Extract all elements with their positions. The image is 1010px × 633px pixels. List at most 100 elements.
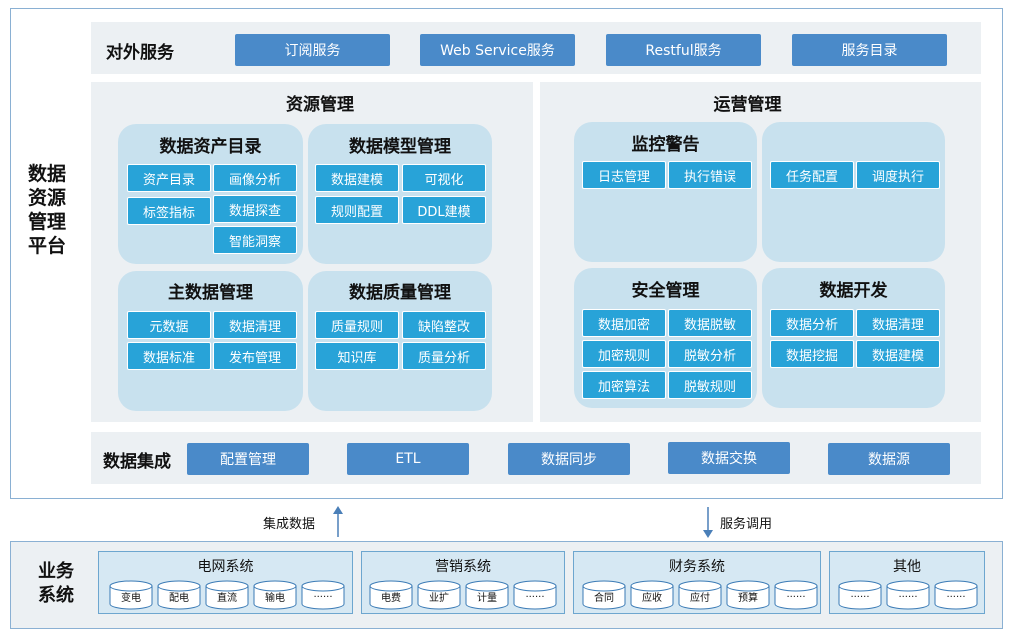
database-icon: 业扩 — [417, 580, 461, 610]
master-data-card — [118, 271, 303, 411]
quality-rule-button[interactable]: 质量规则 — [315, 311, 399, 339]
smart-insight-button[interactable]: 智能洞察 — [213, 226, 297, 254]
business-label-line: 业务 — [38, 561, 74, 582]
quality-analysis-button[interactable]: 质量分析 — [402, 342, 486, 370]
restful-service-button[interactable]: Restful服务 — [606, 34, 761, 66]
database-icon: ...... — [934, 580, 978, 610]
publish-mgmt-button[interactable]: 发布管理 — [213, 342, 297, 370]
ops-mgmt-title: 运营管理 — [713, 95, 782, 115]
visualization-button[interactable]: 可视化 — [402, 164, 486, 192]
data-dev-title: 数据开发 — [819, 281, 888, 301]
metadata-button[interactable]: 元数据 — [127, 311, 211, 339]
dev-cleaning-button[interactable]: 数据清理 — [856, 309, 940, 337]
database-icon: ...... — [886, 580, 930, 610]
knowledge-base-button[interactable]: 知识库 — [315, 342, 399, 370]
database-icon: ...... — [774, 580, 818, 610]
schedule-card — [762, 122, 945, 262]
data-modeling-button[interactable]: 数据建模 — [315, 164, 399, 192]
encrypt-rule-button[interactable]: 加密规则 — [582, 340, 666, 368]
data-sync-button[interactable]: 数据同步 — [508, 443, 630, 475]
db-label: ...... — [850, 589, 870, 600]
db-label: ...... — [898, 589, 918, 600]
database-icon: 预算 — [726, 580, 770, 610]
db-label: 配电 — [169, 593, 189, 604]
platform-label: 数据 资源 管理 平台 — [22, 162, 72, 258]
data-source-button[interactable]: 数据源 — [828, 443, 950, 475]
master-data-title: 主数据管理 — [168, 283, 253, 303]
rule-config-button[interactable]: 规则配置 — [315, 196, 399, 224]
database-icon: 计量 — [465, 580, 509, 610]
data-quality-card — [308, 271, 492, 411]
database-icon: ...... — [301, 580, 345, 610]
db-label: 输电 — [265, 593, 285, 604]
tag-metric-button[interactable]: 标签指标 — [127, 197, 211, 225]
defect-fix-button[interactable]: 缺陷整改 — [402, 311, 486, 339]
integration-title: 数据集成 — [103, 452, 171, 472]
business-label-line: 系统 — [38, 585, 74, 606]
monitor-card — [574, 122, 757, 262]
external-service-title: 对外服务 — [106, 43, 174, 63]
grid-system-title: 电网系统 — [197, 559, 254, 575]
db-label: 应付 — [690, 593, 710, 604]
platform-label-line: 平台 — [27, 235, 66, 257]
dev-modeling-button[interactable]: 数据建模 — [856, 340, 940, 368]
marketing-system-title: 营销系统 — [435, 559, 491, 575]
database-icon: 配电 — [157, 580, 201, 610]
finance-system-title: 财务系统 — [669, 559, 725, 575]
db-label: 变电 — [121, 593, 141, 604]
data-catalog-title: 数据资产目录 — [159, 137, 262, 157]
data-standard-button[interactable]: 数据标准 — [127, 342, 211, 370]
database-icon: 应付 — [678, 580, 722, 610]
db-label: ...... — [525, 589, 545, 600]
data-quality-title: 数据质量管理 — [349, 283, 451, 303]
data-explore-button[interactable]: 数据探查 — [213, 195, 297, 223]
database-icon: ...... — [838, 580, 882, 610]
profile-analysis-button[interactable]: 画像分析 — [213, 164, 297, 192]
db-label: 计量 — [477, 593, 497, 604]
database-icon: 电费 — [369, 580, 413, 610]
database-icon: 变电 — [109, 580, 153, 610]
etl-button[interactable]: ETL — [347, 443, 469, 475]
database-icon: 应收 — [630, 580, 674, 610]
db-label: 合同 — [594, 593, 614, 604]
database-icon: 合同 — [582, 580, 626, 610]
webservice-button[interactable]: Web Service服务 — [420, 34, 575, 66]
db-label: ...... — [313, 589, 333, 600]
data-mask-button[interactable]: 数据脱敏 — [668, 309, 752, 337]
platform-frame — [10, 8, 1003, 499]
other-system-title: 其他 — [893, 559, 921, 575]
dev-analysis-button[interactable]: 数据分析 — [770, 309, 854, 337]
service-catalog-button[interactable]: 服务目录 — [792, 34, 947, 66]
data-cleaning-button[interactable]: 数据清理 — [213, 311, 297, 339]
data-model-title: 数据模型管理 — [349, 137, 451, 157]
log-mgmt-button[interactable]: 日志管理 — [582, 161, 666, 189]
down-arrow-icon — [703, 507, 713, 538]
database-icon: 直流 — [205, 580, 249, 610]
mask-rule-button[interactable]: 脱敏规则 — [668, 371, 752, 399]
asset-catalog-button[interactable]: 资产目录 — [127, 164, 211, 192]
subscribe-service-button[interactable]: 订阅服务 — [235, 34, 390, 66]
data-mining-button[interactable]: 数据挖掘 — [770, 340, 854, 368]
data-encrypt-button[interactable]: 数据加密 — [582, 309, 666, 337]
service-call-label: 服务调用 — [720, 517, 773, 532]
exec-error-button[interactable]: 执行错误 — [668, 161, 752, 189]
up-arrow-icon — [333, 506, 343, 537]
data-dev-card — [762, 268, 945, 408]
ddl-modeling-button[interactable]: DDL建模 — [402, 196, 486, 224]
encrypt-algo-button[interactable]: 加密算法 — [582, 371, 666, 399]
schedule-exec-button[interactable]: 调度执行 — [856, 161, 940, 189]
mask-analysis-button[interactable]: 脱敏分析 — [668, 340, 752, 368]
platform-label-line: 资源 — [27, 187, 66, 209]
database-icon: 输电 — [253, 580, 297, 610]
task-config-button[interactable]: 任务配置 — [770, 161, 854, 189]
data-exchange-button[interactable]: 数据交换 — [668, 442, 790, 474]
monitor-title: 监控警告 — [631, 135, 700, 155]
db-label: ...... — [946, 589, 966, 600]
db-label: 业扩 — [429, 593, 449, 604]
integrate-data-label: 集成数据 — [263, 517, 316, 532]
config-mgmt-button[interactable]: 配置管理 — [187, 443, 309, 475]
resource-mgmt-title: 资源管理 — [286, 95, 354, 115]
db-label: 电费 — [381, 593, 401, 604]
database-icon: ...... — [513, 580, 557, 610]
platform-label-line: 数据 — [27, 163, 66, 185]
